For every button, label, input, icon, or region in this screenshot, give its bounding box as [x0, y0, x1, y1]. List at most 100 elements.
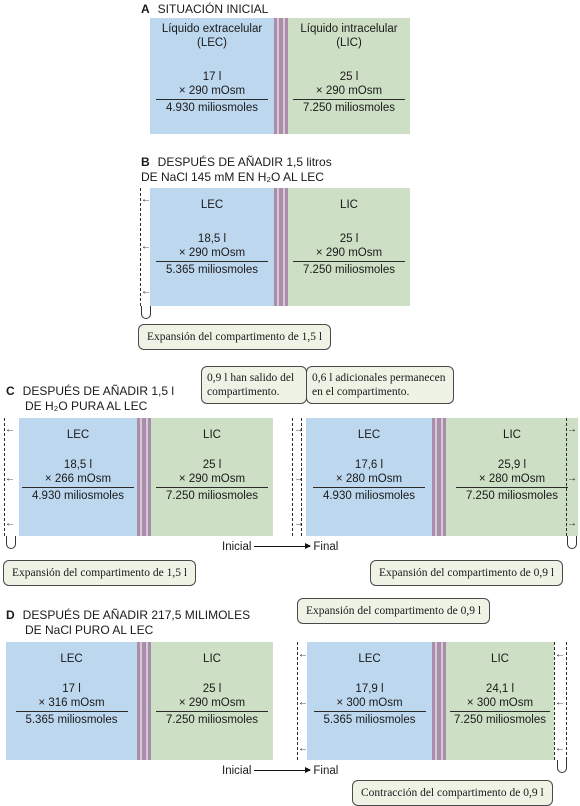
expansion-callout: Expansión del compartimento de 0,9 l: [370, 560, 564, 586]
arrow-left-icon: ←: [141, 286, 151, 297]
volume-calc: 25,9 l × 280 mOsm 7.250 miliosmoles: [446, 458, 578, 503]
original-boundary: [140, 188, 141, 306]
osm-value: × 316 mOsm: [38, 697, 105, 709]
volume-value: 17,9 l: [355, 683, 384, 695]
section-letter: D: [6, 608, 15, 622]
total-value: 4.930 miliosmoles: [322, 490, 416, 502]
arrow-right-icon: →: [567, 473, 577, 484]
section-letter: C: [6, 384, 15, 398]
calc-line: [313, 487, 425, 488]
volume-calc: 17 l × 290 mOsm 4.930 miliosmoles: [150, 70, 274, 115]
brace: [567, 536, 577, 549]
lec-compartment: LEC 18,5 l × 266 mOsm 4.930 miliosmoles: [19, 418, 137, 536]
compartment-label: LIC: [203, 653, 221, 665]
volume-calc: 25 l × 290 mOsm 7.250 miliosmoles: [151, 458, 273, 503]
brace: [557, 760, 567, 773]
original-boundary: [554, 642, 555, 760]
compartment-label: LIC: [340, 199, 358, 211]
brace: [6, 536, 16, 549]
volume-value: 17,6 l: [354, 459, 384, 471]
lic-compartment: LIC 25,9 l × 280 mOsm 7.250 miliosmoles: [446, 418, 578, 536]
total-value: 7.250 miliosmoles: [165, 490, 259, 502]
water-remain-callout: 0,6 l adicionales permanecen en el compa…: [306, 366, 454, 404]
flow-end: Final: [313, 765, 339, 777]
volume-value: 25 l: [202, 683, 222, 695]
arrow-left-icon: ←: [555, 697, 565, 708]
compartment-label: LIC: [503, 429, 521, 441]
total-value: 5.365 miliosmoles: [165, 264, 259, 276]
arrow-left-icon: ←: [141, 241, 151, 252]
lic-compartment: LIC 25 l × 290 mOsm 7.250 miliosmoles: [151, 418, 273, 536]
cell-membrane: [137, 642, 151, 760]
calc-line: [156, 487, 268, 488]
total-value: 7.250 miliosmoles: [465, 490, 559, 502]
arrow-right-icon: →: [567, 518, 577, 529]
compartment-label: LIC: [491, 653, 509, 665]
total-value: 4.930 miliosmoles: [31, 490, 125, 502]
label-line: (LIC): [336, 37, 362, 49]
calc-line: [313, 711, 426, 712]
compartment-label: Líquido extracelular (LEC): [150, 22, 274, 50]
arrow-right-icon: [254, 543, 312, 550]
brace: [141, 306, 151, 319]
section-title: DE H₂O PURA AL LEC: [25, 399, 148, 413]
total-value: 7.250 miliosmoles: [302, 102, 396, 114]
label-line: Líquido intracelular: [300, 23, 398, 35]
total-value: 7.250 miliosmoles: [165, 714, 259, 726]
total-value: 4.930 miliosmoles: [165, 102, 259, 114]
osm-value: × 290 mOsm: [178, 247, 246, 259]
lec-compartment: LEC 17 l × 316 mOsm 5.365 miliosmoles: [6, 642, 137, 760]
lec-compartment: LEC 17,6 l × 280 mOsm 4.930 miliosmoles: [306, 418, 432, 536]
compartment-label: Líquido intracelular (LIC): [288, 22, 410, 50]
cell-membrane: [432, 418, 446, 536]
section-letter: A: [141, 2, 150, 16]
compartment-label: LEC: [357, 429, 381, 441]
volume-value: 25 l: [202, 459, 222, 471]
section-title: DE NaCl 145 mM EN H₂O AL LEC: [141, 170, 324, 184]
original-boundary: [297, 642, 298, 760]
osm-value: × 300 mOsm: [336, 697, 403, 709]
osm-value: × 290 mOsm: [178, 697, 246, 709]
calc-line: [156, 99, 268, 100]
arrow-left-icon: ←: [141, 194, 151, 205]
lic-compartment: LIC 25 l × 290 mOsm 7.250 miliosmoles: [288, 188, 410, 306]
calc-line: [293, 261, 405, 262]
section-title: SITUACIÓN INICIAL: [157, 2, 269, 16]
volume-value: 18,5 l: [63, 459, 93, 471]
section-title: DESPUÉS DE AÑADIR 1,5 l: [22, 384, 175, 398]
water-out-callout: 0,9 l han salido del compartimento.: [201, 366, 307, 404]
arrow-left-icon: ←: [298, 697, 308, 708]
volume-value: 17 l: [202, 71, 222, 83]
section-title: DE NaCl PURO AL LEC: [25, 623, 154, 637]
compartment-label: LEC: [66, 429, 90, 441]
cell-membrane: [432, 642, 446, 760]
expansion-callout: Expansión del compartimento de 1,5 l: [138, 324, 332, 350]
compartment-label: LEC: [200, 199, 224, 211]
total-value: 7.250 miliosmoles: [302, 264, 396, 276]
compartment-label: LEC: [358, 653, 381, 665]
arrow-left-icon: ←: [298, 649, 308, 660]
arrow-right-icon: [254, 767, 312, 774]
osm-value: × 290 mOsm: [178, 473, 246, 485]
flow-start: Inicial: [222, 765, 252, 777]
compartment-label: LEC: [60, 653, 83, 665]
calc-line: [156, 711, 268, 712]
flow-end: Final: [313, 541, 339, 553]
volume-value: 25 l: [339, 71, 359, 83]
volume-calc: 25 l × 290 mOsm 7.250 miliosmoles: [288, 70, 410, 115]
arrow-right-icon: →: [294, 473, 304, 484]
volume-calc: 24,1 l × 300 mOsm 7.250 miliosmoles: [446, 682, 554, 727]
calc-line: [156, 261, 268, 262]
volume-calc: 17,9 l × 300 mOsm 5.365 miliosmoles: [307, 682, 432, 727]
calc-line: [15, 711, 128, 712]
arrow-left-icon: ←: [5, 424, 15, 435]
volume-value: 24,1 l: [485, 683, 515, 695]
arrow-right-icon: →: [294, 518, 304, 529]
volume-calc: 18,5 l × 266 mOsm 4.930 miliosmoles: [19, 458, 137, 503]
section-letter: B: [141, 155, 150, 169]
time-flow: Inicial Final: [222, 764, 338, 778]
volume-value: 17 l: [62, 683, 81, 695]
osm-value: × 280 mOsm: [335, 473, 403, 485]
osm-value: × 290 mOsm: [315, 85, 383, 97]
